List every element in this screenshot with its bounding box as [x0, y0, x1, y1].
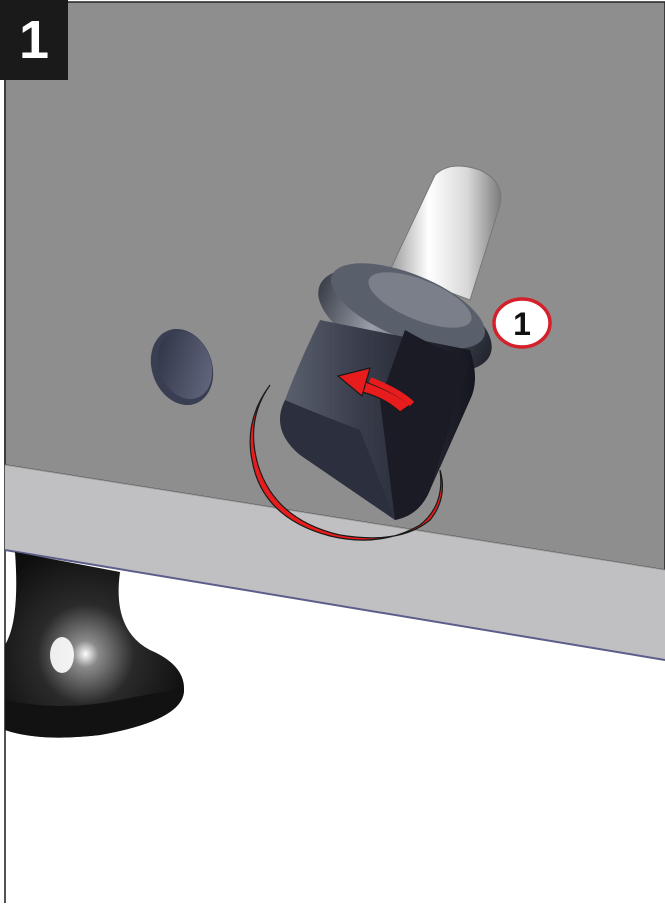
- step-number-badge: 1: [0, 0, 68, 80]
- callout-marker: 1: [492, 297, 552, 349]
- ledge-bottom-edge: [4, 549, 665, 661]
- mounting-hole-icon: [150, 328, 214, 406]
- adjustable-foot-icon: [5, 552, 185, 738]
- ledge-top-edge: [4, 464, 665, 571]
- callout-label: 1: [513, 306, 531, 342]
- counter-clockwise-rotation-arrow-icon: [249, 367, 443, 541]
- callout-ring: [492, 297, 552, 349]
- appliance-base-ledge: [5, 465, 665, 660]
- drain-valve-knob-icon: [280, 165, 502, 520]
